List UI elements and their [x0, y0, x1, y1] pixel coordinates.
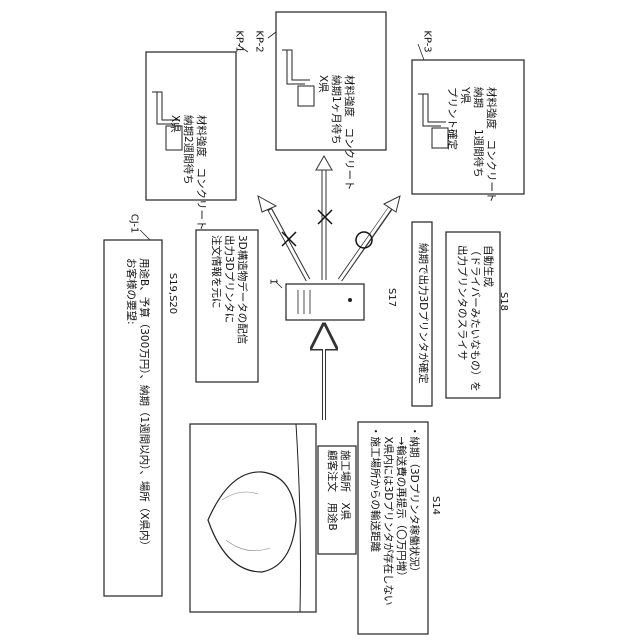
conditions-line: →輸送費の再提示（〇万円増） — [394, 426, 407, 632]
s17-label: S17 — [386, 288, 397, 307]
server-label: 1 — [268, 278, 279, 284]
s18-label: S18 — [498, 292, 509, 311]
s19s20-label: S19,S20 — [167, 273, 178, 314]
slicer-line: （ドライバーみたいなもの）を — [468, 245, 481, 385]
request-line: お客様の要望: — [124, 258, 137, 578]
slicer-line: 自動生成 — [481, 245, 494, 385]
slicer-text: 自動生成 （ドライバーみたいなもの）を 出力プリンタのスライサ — [452, 245, 494, 385]
arrow-to-kp1 — [258, 196, 308, 280]
conditions-line: ・施工場所からの輸送距離 — [368, 426, 381, 632]
kp3-line: Y県 — [458, 87, 471, 217]
kp2-line: 納期1ヶ月待ち — [329, 75, 342, 185]
kp3-line: 納期 1週間待ち — [471, 87, 484, 217]
order-line: 顧客注文 用途B — [325, 450, 338, 550]
s14-label: S14 — [430, 496, 441, 515]
cj1-label: CJ-1 — [128, 214, 139, 234]
kp1-line: 納期2週間待ち — [181, 115, 194, 225]
kp1-line: X県 — [168, 115, 181, 225]
kp2-label: KP-2 — [254, 30, 265, 52]
customer-request-text: 用途B、予算（300万円）、納期（1週間以内）、場所（X県内） お客様の要望: — [122, 258, 150, 578]
order-line: 施工場所 X県 — [338, 450, 351, 550]
kp2-line: X県 — [316, 75, 329, 185]
kp3-text: 材料強度 コンクリート 納期 1週間待ち Y県 プリント確定 — [443, 87, 497, 217]
printer-fixed-text: 納期で出力3Dプリンタが確定 — [415, 243, 429, 383]
distribution-line: 出力3Dプリンタに — [222, 235, 235, 375]
kp1-label: KP-1 — [234, 30, 245, 52]
order-text: 施工場所 X県 顧客注文 用途B — [323, 450, 351, 550]
distribution-text: 3D構造物データの配信 出力3Dプリンタに 注文情報を元に — [206, 235, 248, 375]
kp3-label: KP-3 — [422, 30, 433, 52]
request-line: 用途B、予算（300万円）、納期（1週間以内）、場所（X県内） — [137, 258, 150, 578]
slicer-line: 出力プリンタのスライサ — [455, 245, 468, 385]
server-icon — [286, 284, 364, 320]
kp3-line: プリント確定 — [445, 87, 458, 217]
arrow-to-kp3 — [340, 196, 400, 280]
kp1-text: 材料強度 コンクリート 納期2週間待ち X県 — [167, 115, 207, 225]
conditions-text: ・納期（3Dプリンタ稼働状況） →輸送費の再提示（〇万円増） X県内には3Dプリ… — [366, 426, 420, 632]
conditions-line: X県内には3Dプリンタが存在しない — [381, 426, 394, 632]
distribution-line: 3D構造物データの配信 — [235, 235, 248, 375]
kp2-text: 材料強度 コンクリート 納期1ヶ月待ち X県 — [315, 75, 355, 185]
kp1-line: 材料強度 コンクリート — [194, 115, 207, 225]
distribution-line: 注文情報を元に — [209, 235, 222, 375]
kp2-line: 材料強度 コンクリート — [342, 75, 355, 185]
site-illustration — [190, 424, 316, 612]
kp3-line: 材料強度 コンクリート — [484, 87, 497, 217]
conditions-line: ・納期（3Dプリンタ稼働状況） — [407, 426, 420, 632]
